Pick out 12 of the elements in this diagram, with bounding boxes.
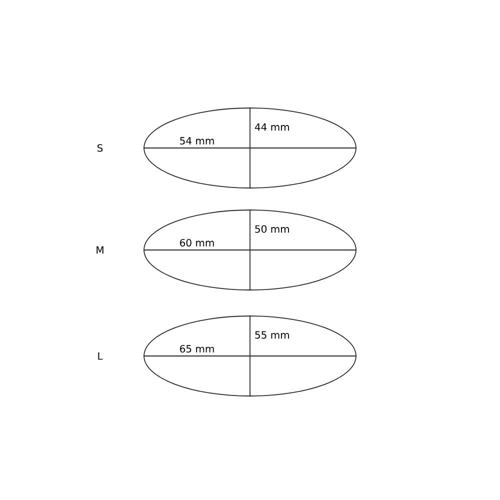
- size-label: L: [98, 352, 103, 360]
- dimension-label: 54 mm: [180, 137, 214, 145]
- dimension-label: 60 mm: [180, 238, 214, 247]
- dimension-label: 50 mm: [255, 225, 289, 233]
- dimension-label: 44 mm: [254, 123, 289, 131]
- size-label: M: [96, 246, 104, 254]
- size-label: S: [97, 144, 103, 152]
- ellipse-outline: [144, 210, 356, 290]
- ellipse-outline: [144, 108, 356, 188]
- dimension-label: 65 mm: [180, 344, 214, 353]
- ellipse-outline: [144, 316, 356, 396]
- dimension-label: 55 mm: [255, 331, 289, 339]
